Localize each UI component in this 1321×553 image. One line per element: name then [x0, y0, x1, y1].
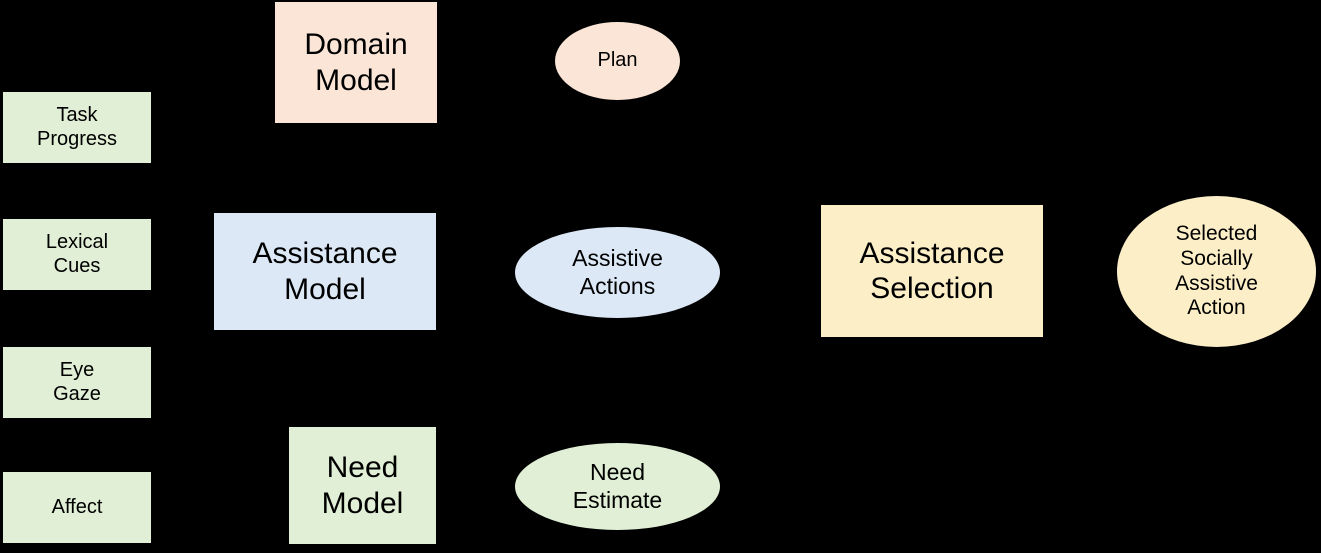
node-task-progress[interactable]: Task Progress — [3, 92, 151, 163]
node-need-estimate[interactable]: Need Estimate — [515, 443, 720, 530]
node-eye-gaze[interactable]: Eye Gaze — [3, 347, 151, 418]
node-selected-socially-assistive-action[interactable]: Selected Socially Assistive Action — [1117, 196, 1316, 347]
node-affect[interactable]: Affect — [3, 472, 151, 543]
node-assistance-model[interactable]: Assistance Model — [214, 213, 436, 330]
node-assistance-selection[interactable]: Assistance Selection — [821, 205, 1043, 337]
node-domain-model[interactable]: Domain Model — [275, 2, 437, 123]
node-assistive-actions[interactable]: Assistive Actions — [515, 227, 720, 318]
node-plan[interactable]: Plan — [555, 22, 680, 100]
node-lexical-cues[interactable]: Lexical Cues — [3, 219, 151, 290]
node-need-model[interactable]: Need Model — [289, 427, 436, 544]
